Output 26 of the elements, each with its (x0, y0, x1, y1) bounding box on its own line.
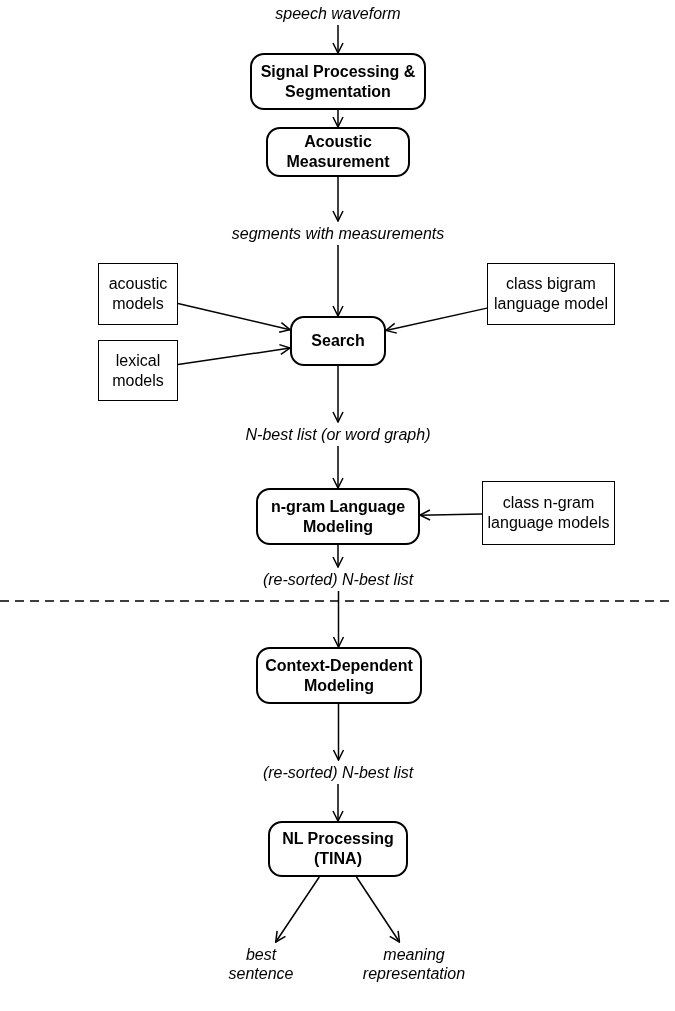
process-box: Signal Processing & Segmentation (250, 53, 426, 110)
arrow (332, 544, 344, 568)
process-box: Acoustic Measurement (266, 127, 410, 177)
arrow (177, 302, 291, 334)
arrow (332, 590, 345, 648)
resource-box: class n-gram language models (482, 481, 615, 545)
arrow (332, 365, 344, 423)
arrow (332, 109, 344, 128)
arrow (177, 343, 291, 366)
arrow (419, 509, 483, 521)
process-box: NL Processing (TINA) (268, 821, 408, 877)
process-box: Context-Dependent Modeling (256, 647, 422, 704)
process-box: Search (290, 316, 386, 366)
arrow (332, 244, 344, 317)
resource-box: lexical models (98, 340, 178, 401)
arrow (332, 445, 344, 489)
arrow (385, 307, 488, 334)
arrow (332, 783, 344, 822)
arrow (332, 176, 344, 222)
process-box: n-gram Language Modeling (256, 488, 420, 545)
arrow (332, 24, 344, 54)
resource-box: class bigram language model (487, 263, 615, 325)
arrow (332, 703, 345, 761)
arrow (275, 876, 320, 943)
resource-box: acoustic models (98, 263, 178, 325)
arrow (355, 876, 401, 943)
